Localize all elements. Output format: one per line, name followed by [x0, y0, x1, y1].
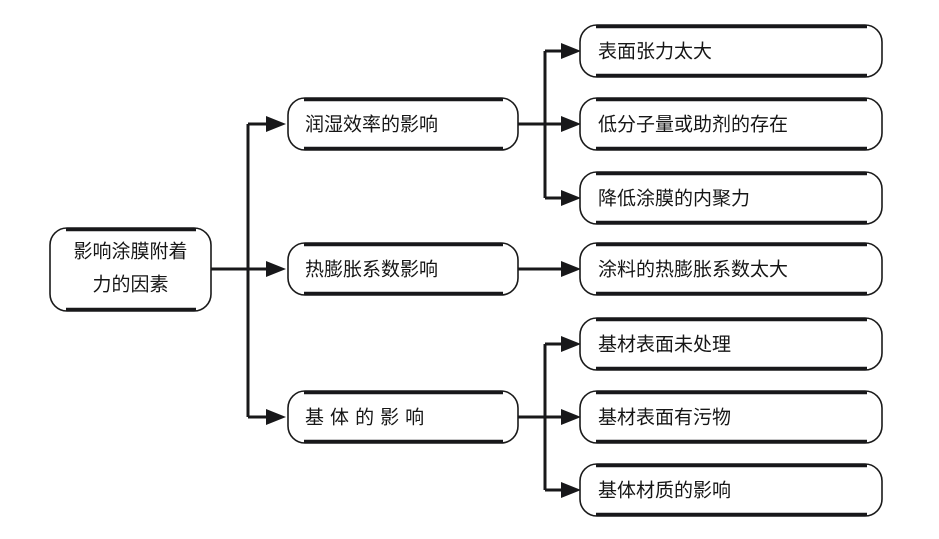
arrowhead-leaf-cohesion — [561, 190, 581, 206]
node-root-label-line1: 影响涂膜附着 — [73, 241, 187, 263]
node-leaf-material-label: 基体材质的影响 — [598, 480, 731, 502]
arrowhead-leaf-untreated — [561, 336, 581, 352]
node-leaf-thermal-coefficient[interactable]: 涂料的热膨胀系数太大 — [579, 242, 883, 296]
node-leaf-surface-tension[interactable]: 表面张力太大 — [579, 24, 883, 78]
node-branch-thermal[interactable]: 热膨胀系数影响 — [287, 242, 519, 296]
arrowhead-branch-substrate — [266, 409, 286, 425]
arrowhead-leaf-contaminant — [561, 409, 581, 425]
node-leaf-thermal-coefficient-label: 涂料的热膨胀系数太大 — [598, 259, 788, 281]
arrowhead-leaf-surface-tension — [561, 43, 581, 59]
node-leaf-contaminant[interactable]: 基材表面有污物 — [579, 390, 883, 444]
node-root[interactable]: 影响涂膜附着 力的因素 — [49, 227, 212, 312]
node-branch-wetting-label: 润湿效率的影响 — [305, 114, 438, 136]
connector-root-to-branches — [211, 116, 286, 425]
node-leaf-low-molecular-label: 低分子量或助剂的存在 — [598, 114, 788, 136]
arrowhead-branch-wetting — [266, 116, 286, 132]
node-leaf-cohesion[interactable]: 降低涂膜的内聚力 — [579, 171, 883, 225]
node-branch-substrate[interactable]: 基 体 的 影 响 — [287, 390, 519, 444]
node-leaf-untreated-label: 基材表面未处理 — [598, 334, 731, 356]
node-branch-wetting[interactable]: 润湿效率的影响 — [287, 97, 519, 151]
arrowhead-leaf-thermal-coefficient — [561, 261, 581, 277]
node-branch-substrate-label: 基 体 的 影 响 — [305, 407, 424, 429]
arrowhead-branch-thermal — [266, 261, 286, 277]
connector-wetting-to-leaves — [518, 43, 581, 206]
connector-thermal-to-leaf — [518, 261, 581, 277]
node-leaf-surface-tension-label: 表面张力太大 — [598, 41, 712, 63]
node-leaf-untreated[interactable]: 基材表面未处理 — [579, 317, 883, 371]
node-root-label-line2: 力的因素 — [92, 274, 168, 296]
node-leaf-contaminant-label: 基材表面有污物 — [598, 407, 731, 429]
node-leaf-low-molecular[interactable]: 低分子量或助剂的存在 — [579, 97, 883, 151]
node-leaf-cohesion-label: 降低涂膜的内聚力 — [598, 188, 750, 210]
arrowhead-leaf-low-molecular — [561, 116, 581, 132]
connector-substrate-to-leaves — [518, 336, 581, 498]
node-branch-thermal-label: 热膨胀系数影响 — [305, 259, 438, 281]
arrowhead-leaf-material — [561, 482, 581, 498]
node-leaf-material[interactable]: 基体材质的影响 — [579, 463, 883, 517]
